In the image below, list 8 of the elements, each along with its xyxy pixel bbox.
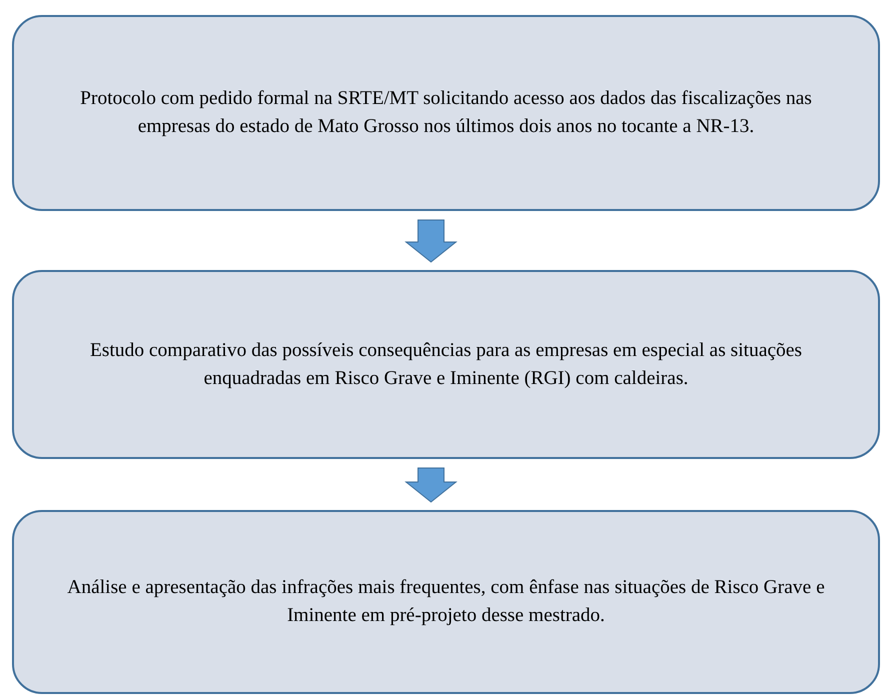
process-box	[12, 510, 880, 694]
box-text: Protocolo com pedido formal na SRTE/MT solicitando acesso aos dados das fiscalizações nas empresas do estado de Mato Grosso nos últimos dois anos no tocante a NR-13.	[79, 87, 813, 139]
block-arrow	[404, 220, 458, 263]
block-arrow	[404, 468, 458, 503]
box-text: Análise e apresentação das infrações mais frequentes, com ênfase nas situações de Risco Grave e Iminente em pré-projeto desse mestrado.	[66, 576, 826, 628]
process-box	[12, 15, 880, 211]
box-text: Estudo comparativo das possíveis consequências para as empresas em especial as situações enquadradas em Risco Grave e Iminente (RGI) com caldeiras.	[88, 338, 804, 390]
process-box	[12, 270, 880, 459]
